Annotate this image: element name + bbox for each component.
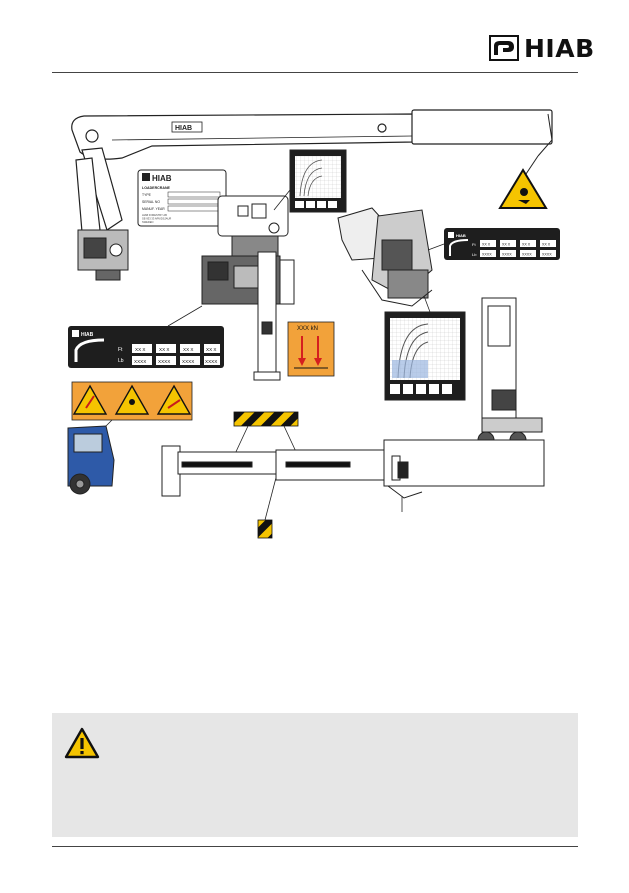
small-panel-brand: HIAB bbox=[456, 233, 466, 238]
header-divider bbox=[52, 72, 578, 73]
plate-footer-1: HIAB FORESTRY AB bbox=[142, 213, 167, 217]
plate-field-type: TYPE bbox=[142, 193, 152, 197]
small-ft-3: XX X bbox=[522, 243, 531, 247]
id-plate: HIAB LOADERCRANE TYPE SERIAL NO MANUF. Y… bbox=[137, 169, 227, 227]
brand-logo: HIAB bbox=[489, 33, 595, 63]
warning-triangle-icon bbox=[64, 727, 100, 759]
small-lb-1: XXXX bbox=[482, 253, 492, 257]
panel-brand: HIAB bbox=[81, 332, 94, 338]
panel-lb-4: XXXX bbox=[205, 359, 217, 364]
plate-field-serial: SERIAL NO bbox=[142, 200, 160, 204]
panel-unit-ft: Ft bbox=[118, 347, 123, 353]
leg-load-label: XXX kN bbox=[297, 326, 318, 332]
hiab-logo-icon bbox=[489, 35, 519, 61]
load-chart-decal-top bbox=[289, 149, 347, 213]
outrigger-beam bbox=[161, 439, 545, 512]
panel-ft-2: XX X bbox=[159, 347, 169, 352]
load-panel-small: HIAB Ft Lb XX X XX X XX X XX X XXXX XXXX… bbox=[444, 228, 560, 260]
panel-unit-lb: Lb bbox=[118, 358, 124, 364]
plate-brand: HIAB bbox=[152, 174, 172, 183]
plate-field-year: MANUF. YEAR bbox=[142, 207, 165, 211]
small-panel-unit-lb: Lb bbox=[472, 252, 477, 257]
crane-decal-diagram: HIAB HIAB LOADERCRANE TYPE SERIAL NO MAN… bbox=[52, 100, 578, 550]
svg-text:HIAB: HIAB bbox=[175, 125, 192, 132]
panel-ft-3: XX X bbox=[183, 347, 193, 352]
small-lb-3: XXXX bbox=[522, 253, 532, 257]
panel-lb-3: XXXX bbox=[182, 359, 194, 364]
small-lb-4: XXXX bbox=[542, 253, 552, 257]
truck-cab bbox=[67, 425, 115, 495]
outrigger-load-decal: XXX kN bbox=[287, 321, 335, 377]
hook-warning-decal bbox=[498, 168, 548, 209]
panel-ft-1: XX X bbox=[135, 347, 145, 352]
load-panel: HIAB Ft Lb XX X XX X XX X XX X XXXX XXXX… bbox=[68, 326, 224, 368]
warning-pictograms bbox=[71, 381, 193, 421]
plate-footer-2: SE-933 33 ARVIDSJAUR bbox=[142, 217, 171, 221]
load-chart-decal-right bbox=[384, 311, 466, 401]
footer-divider bbox=[52, 846, 578, 847]
crane-illustration: HIAB HIAB LOADERCRANE TYPE SERIAL NO MAN… bbox=[67, 109, 560, 539]
small-ft-4: XX X bbox=[542, 243, 551, 247]
panel-lb-2: XXXX bbox=[158, 359, 170, 364]
panel-ft-4: XX X bbox=[206, 347, 216, 352]
main-boom: HIAB bbox=[71, 109, 553, 160]
small-ft-1: XX X bbox=[482, 243, 491, 247]
small-panel-unit-ft: Ft bbox=[472, 242, 476, 247]
hazard-stripe-bottom bbox=[257, 519, 273, 539]
hazard-stripe-top bbox=[233, 411, 299, 427]
operator-seat bbox=[337, 207, 433, 307]
small-ft-2: XX X bbox=[502, 243, 511, 247]
jib-arm bbox=[75, 147, 123, 233]
plate-title: LOADERCRANE bbox=[142, 186, 171, 190]
grapple bbox=[77, 229, 129, 281]
panel-lb-1: XXXX bbox=[134, 359, 146, 364]
crane-base-right bbox=[477, 297, 543, 449]
small-lb-2: XXXX bbox=[502, 253, 512, 257]
brand-name: HIAB bbox=[524, 33, 595, 63]
warning-box bbox=[52, 713, 578, 837]
crane-column bbox=[201, 195, 295, 381]
plate-footer-3: SWEDEN bbox=[142, 220, 154, 224]
